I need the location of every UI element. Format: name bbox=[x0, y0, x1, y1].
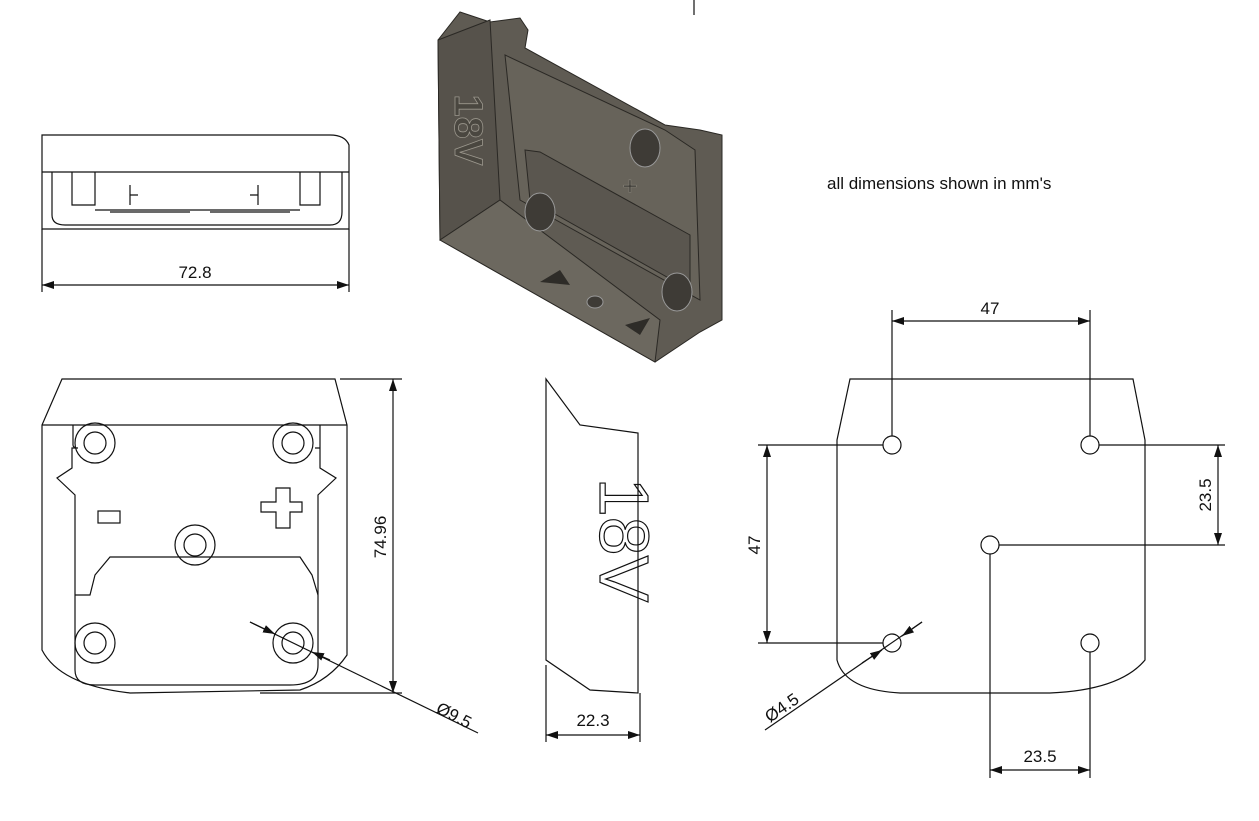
iso-emboss-text: 18V bbox=[446, 94, 490, 165]
mounting-holes bbox=[74, 422, 314, 664]
pattern-holes bbox=[882, 435, 1100, 653]
minus-mark bbox=[97, 510, 121, 524]
plus-mark bbox=[260, 487, 303, 529]
units-note: all dimensions shown in mm's bbox=[827, 174, 1051, 193]
side-view: 18V 22.3 bbox=[545, 377, 664, 742]
isometric-view: + 18V bbox=[437, 11, 723, 363]
hole-spacing-x-dimension: 47 bbox=[981, 299, 1000, 318]
width-dimension: 72.8 bbox=[178, 263, 211, 282]
height-dimension: 74.96 bbox=[371, 516, 390, 559]
depth-dimension: 22.3 bbox=[576, 711, 609, 730]
front-view: - + 74.96 Ø9.5 bbox=[41, 378, 479, 734]
center-offset-x-dimension: 23.5 bbox=[1023, 747, 1056, 766]
iso-plus-mark: + bbox=[622, 171, 637, 201]
center-offset-y-dimension: 23.5 bbox=[1196, 478, 1215, 511]
plus-label: + bbox=[283, 511, 284, 513]
side-emboss-text: 18V bbox=[585, 478, 663, 603]
small-hole-diameter-dimension: Ø4.5 bbox=[761, 690, 802, 727]
top-view: 72.8 bbox=[41, 134, 350, 292]
hole-diameter-dimension: Ø9.5 bbox=[433, 699, 474, 733]
hole-pattern-view: 47 23.5 47 23.5 Ø4.5 bbox=[745, 299, 1225, 778]
small-hole-leader bbox=[764, 621, 923, 731]
hole-diameter-leader bbox=[249, 621, 479, 734]
hole-spacing-y-dimension: 47 bbox=[745, 536, 764, 555]
